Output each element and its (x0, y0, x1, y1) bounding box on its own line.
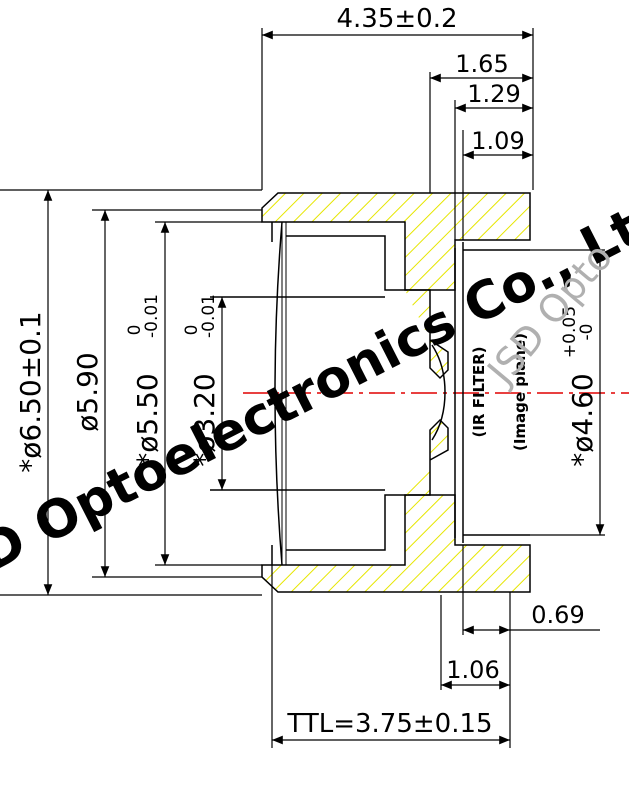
dim-dia-550-lower-tol: -0.01 (142, 294, 162, 338)
lens-outline (210, 221, 446, 566)
dimension-lines (43, 30, 605, 745)
barrel-lower-section (261, 494, 531, 593)
dim-109: 1.09 (471, 127, 524, 155)
dim-dia-460-upper-tol: +0.05 (560, 306, 580, 358)
dim-129: 1.29 (467, 80, 520, 108)
dim-dia-320-upper-tol: 0 (182, 325, 202, 336)
dim-dia-460-lower-tol: -0 (577, 324, 597, 341)
dim-165: 1.65 (455, 50, 508, 78)
dim-ttl: TTL=3.75±0.15 (286, 709, 492, 739)
label-image-plane: (Image plane) (511, 333, 529, 451)
dim-dia-550-upper-tol: 0 (125, 325, 145, 336)
dim-dia-650: *ø6.50±0.1 (14, 311, 47, 472)
extension-lines (0, 28, 605, 748)
dim-106: 1.06 (446, 656, 499, 684)
dim-dia-590: ø5.90 (71, 352, 104, 431)
dim-dia-550: *ø5.50 (131, 373, 164, 466)
dim-dia-320: *ø3.20 (188, 373, 221, 466)
aperture-step-lower (405, 418, 449, 496)
dim-dia-460: *ø4.60 (566, 373, 599, 466)
dim-overall-length: 4.35±0.2 (336, 4, 457, 34)
image-section (454, 242, 530, 543)
dim-069: 0.69 (531, 601, 584, 629)
label-ir-filter: (IR FILTER) (470, 347, 488, 438)
dim-dia-320-lower-tol: -0.01 (199, 294, 219, 338)
